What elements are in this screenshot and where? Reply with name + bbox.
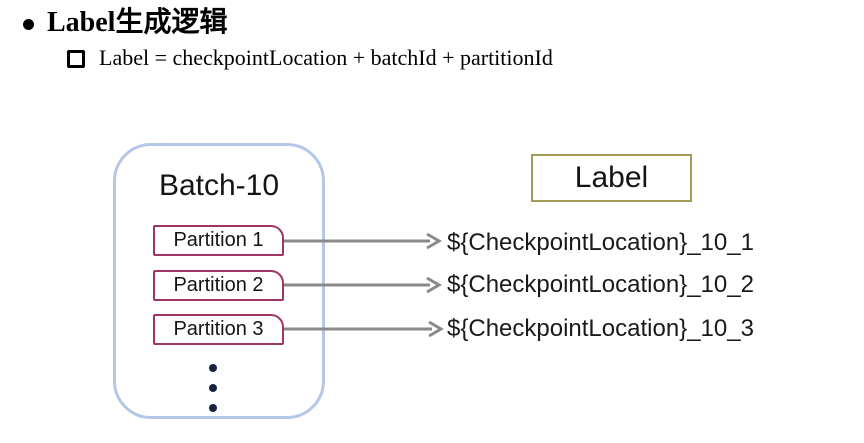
ellipsis-dots bbox=[209, 364, 217, 412]
partition-box-2: Partition 2 bbox=[153, 270, 284, 301]
partition-box-1: Partition 1 bbox=[153, 225, 284, 256]
slide-title: Label生成逻辑 bbox=[47, 7, 228, 38]
label-box: Label bbox=[531, 154, 692, 202]
ellipsis-dot bbox=[209, 364, 217, 372]
batch-container bbox=[113, 143, 325, 419]
slide-subtitle: Label = checkpointLocation + batchId + p… bbox=[99, 45, 553, 70]
ellipsis-dot bbox=[209, 384, 217, 392]
batch-title: Batch-10 bbox=[158, 169, 280, 202]
square-bullet-icon bbox=[67, 50, 85, 68]
mapping-text-1: ${CheckpointLocation}_10_1 bbox=[447, 229, 754, 256]
bullet-icon bbox=[23, 19, 34, 30]
partition-box-3: Partition 3 bbox=[153, 314, 284, 345]
title-row: Label生成逻辑 bbox=[23, 6, 227, 40]
ellipsis-dot bbox=[209, 404, 217, 412]
mapping-text-3: ${CheckpointLocation}_10_3 bbox=[447, 315, 754, 342]
mapping-text-2: ${CheckpointLocation}_10_2 bbox=[447, 271, 754, 298]
subtitle-row: Label = checkpointLocation + batchId + p… bbox=[67, 44, 553, 72]
